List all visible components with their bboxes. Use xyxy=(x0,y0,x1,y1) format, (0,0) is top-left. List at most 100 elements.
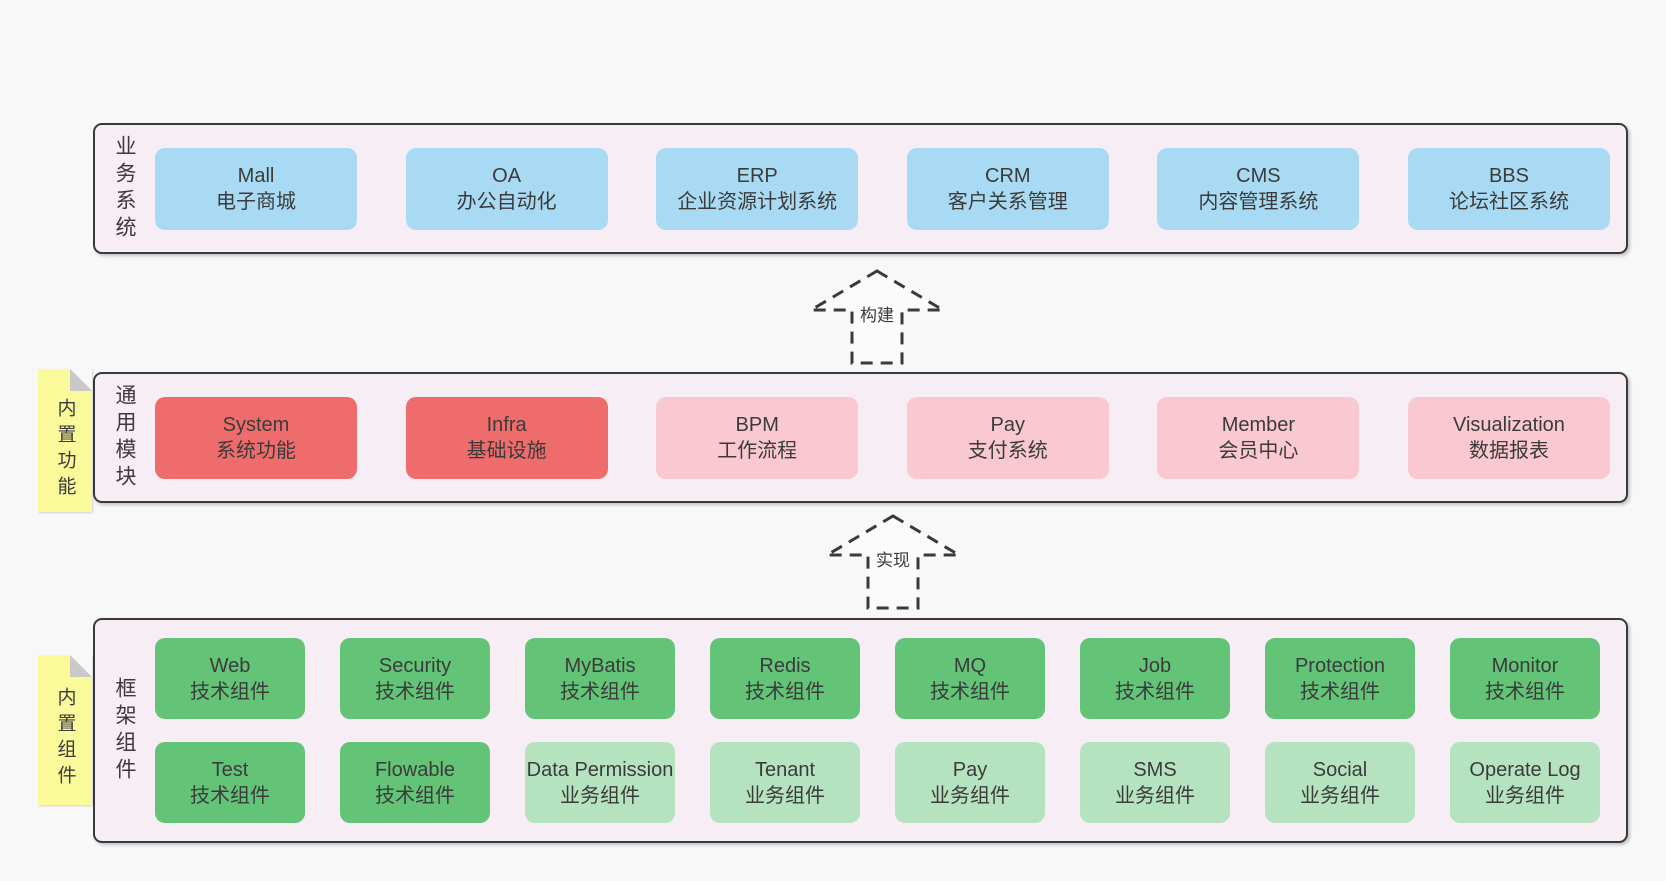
band-framework-components: 框架组件 Web 技术组件 Security 技术组件 MyBatis 技术组件… xyxy=(93,618,1628,843)
framework-row-1: Web 技术组件 Security 技术组件 MyBatis 技术组件 Redi… xyxy=(155,638,1600,719)
box-name: Member xyxy=(1221,413,1296,436)
box-pay-component: Pay 业务组件 xyxy=(895,742,1045,823)
sticky-note-label: 内置组件 xyxy=(54,687,76,791)
box-desc: 业务组件 xyxy=(930,784,1010,807)
box-name: Monitor xyxy=(1491,654,1559,677)
box-name: Operate Log xyxy=(1469,758,1581,781)
box-name: Mall xyxy=(237,164,275,187)
box-desc: 基础设施 xyxy=(466,439,547,462)
box-name: Pay xyxy=(952,758,988,781)
box-oa: OA 办公自动化 xyxy=(405,147,608,230)
box-name: Tenant xyxy=(754,758,816,781)
box-name: Pay xyxy=(990,413,1026,436)
box-name: BBS xyxy=(1488,164,1529,187)
box-name: CRM xyxy=(985,164,1031,187)
band-framework-label: 框架组件 xyxy=(113,676,136,785)
box-desc: 业务组件 xyxy=(1485,784,1565,807)
box-mq: MQ 技术组件 xyxy=(895,638,1045,719)
box-name: SMS xyxy=(1133,758,1177,781)
box-name: Flowable xyxy=(374,758,456,781)
box-sms: SMS 业务组件 xyxy=(1080,742,1230,823)
box-name: System xyxy=(222,413,290,436)
box-name: Redis xyxy=(759,654,811,677)
box-desc: 企业资源计划系统 xyxy=(677,190,838,213)
box-web: Web 技术组件 xyxy=(155,638,305,719)
box-name: Protection xyxy=(1294,654,1386,677)
sticky-note-label: 内置功能 xyxy=(54,397,76,502)
band-common-modules: 通用模块 System 系统功能 Infra 基础设施 BPM 工作流程 Pay… xyxy=(93,372,1628,503)
box-desc: 技术组件 xyxy=(1300,680,1380,703)
box-name: ERP xyxy=(736,164,778,187)
box-desc: 技术组件 xyxy=(190,784,270,807)
box-desc: 技术组件 xyxy=(745,680,825,703)
folded-corner-icon xyxy=(70,369,92,391)
box-desc: 业务组件 xyxy=(745,784,825,807)
box-desc: 技术组件 xyxy=(190,680,270,703)
box-tenant: Tenant 业务组件 xyxy=(710,742,860,823)
business-box-row: Mall 电子商城 OA 办公自动化 ERP 企业资源计划系统 CRM 客户关系… xyxy=(155,125,1610,252)
box-operate-log: Operate Log 业务组件 xyxy=(1450,742,1600,823)
folded-corner-icon xyxy=(70,655,92,677)
band-common-label: 通用模块 xyxy=(113,383,136,492)
box-name: Test xyxy=(211,758,249,781)
box-desc: 业务组件 xyxy=(1115,784,1195,807)
box-data-permission: Data Permission 业务组件 xyxy=(525,742,675,823)
box-desc: 论坛社区系统 xyxy=(1448,190,1569,213)
box-desc: 技术组件 xyxy=(375,784,455,807)
box-monitor: Monitor 技术组件 xyxy=(1450,638,1600,719)
framework-row-2: Test 技术组件 Flowable 技术组件 Data Permission … xyxy=(155,742,1600,823)
box-name: BPM xyxy=(735,413,779,436)
implement-arrow-label: 实现 xyxy=(873,546,913,571)
implement-arrow-icon: 实现 xyxy=(823,513,963,611)
box-name: MQ xyxy=(953,654,987,677)
box-name: Infra xyxy=(486,413,527,436)
box-redis: Redis 技术组件 xyxy=(710,638,860,719)
box-name: Visualization xyxy=(1453,413,1565,436)
common-box-row: System 系统功能 Infra 基础设施 BPM 工作流程 Pay 支付系统… xyxy=(155,374,1610,501)
build-arrow-icon: 构建 xyxy=(807,268,947,366)
box-mybatis: MyBatis 技术组件 xyxy=(525,638,675,719)
box-desc: 电子商城 xyxy=(216,190,296,213)
box-name: Job xyxy=(1138,654,1172,677)
sticky-note-builtin-features: 内置功能 xyxy=(38,369,92,512)
band-business-systems: 业务系统 Mall 电子商城 OA 办公自动化 ERP 企业资源计划系统 CRM… xyxy=(93,123,1628,254)
box-desc: 支付系统 xyxy=(967,439,1048,462)
box-name: MyBatis xyxy=(564,654,636,677)
box-desc: 数据报表 xyxy=(1468,439,1549,462)
box-desc: 技术组件 xyxy=(375,680,455,703)
box-desc: 技术组件 xyxy=(1115,680,1195,703)
box-name: CMS xyxy=(1236,164,1281,187)
box-desc: 系统功能 xyxy=(216,439,296,462)
box-member: Member 会员中心 xyxy=(1157,396,1360,479)
box-desc: 业务组件 xyxy=(560,784,640,807)
box-name: OA xyxy=(492,164,522,187)
band-business-label: 业务系统 xyxy=(113,134,136,243)
box-visualization: Visualization 数据报表 xyxy=(1407,396,1610,479)
box-protection: Protection 技术组件 xyxy=(1265,638,1415,719)
box-desc: 技术组件 xyxy=(930,680,1010,703)
box-name: Web xyxy=(209,654,251,677)
box-name: Social xyxy=(1312,758,1368,781)
build-arrow-label: 构建 xyxy=(857,301,897,326)
box-desc: 内容管理系统 xyxy=(1198,190,1319,213)
box-name: Data Permission xyxy=(526,758,674,781)
box-security: Security 技术组件 xyxy=(340,638,490,719)
box-bpm: BPM 工作流程 xyxy=(656,396,859,479)
framework-box-grid: Web 技术组件 Security 技术组件 MyBatis 技术组件 Redi… xyxy=(155,620,1600,841)
box-name: Security xyxy=(378,654,452,677)
box-desc: 业务组件 xyxy=(1300,784,1380,807)
box-bbs: BBS 论坛社区系统 xyxy=(1407,147,1610,230)
box-desc: 工作流程 xyxy=(717,439,798,462)
box-infra: Infra 基础设施 xyxy=(405,396,608,479)
box-desc: 技术组件 xyxy=(560,680,640,703)
box-flowable: Flowable 技术组件 xyxy=(340,742,490,823)
box-social: Social 业务组件 xyxy=(1265,742,1415,823)
box-desc: 技术组件 xyxy=(1485,680,1565,703)
box-desc: 会员中心 xyxy=(1218,439,1299,462)
box-job: Job 技术组件 xyxy=(1080,638,1230,719)
box-desc: 办公自动化 xyxy=(456,190,557,213)
box-crm: CRM 客户关系管理 xyxy=(906,147,1109,230)
box-cms: CMS 内容管理系统 xyxy=(1157,147,1360,230)
box-system: System 系统功能 xyxy=(155,396,357,479)
